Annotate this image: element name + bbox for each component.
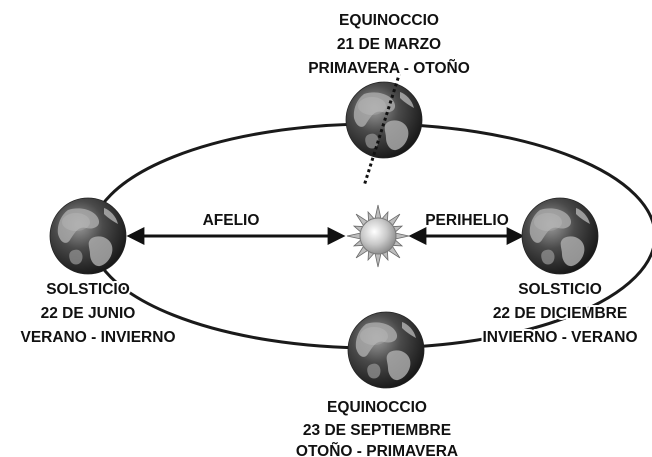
september-label-line3: OTOÑO - PRIMAVERA [296,442,458,457]
label-march-equinox: EQUINOCCIO 21 DE MARZO PRIMAVERA - OTOÑO [306,12,472,79]
sun-ray [395,232,410,240]
december-label-line1: SOLSTICIO [518,281,602,298]
december-label-line2: 22 DE DICIEMBRE [493,305,627,322]
label-june-solstice: SOLSTICIO 22 DE JUNIO VERANO - INVIERNO [18,279,177,348]
september-label-line2: 23 DE SEPTIEMBRE [303,422,451,439]
sun-icon [346,204,410,268]
earth-axis-line [362,71,402,187]
earth-globe-icon [347,311,425,389]
december-label-line3: INVIERNO - VERANO [482,329,637,346]
june-label-line3: VERANO - INVIERNO [20,329,175,346]
june-label-line2: 22 DE JUNIO [41,305,136,322]
march-label-line2: 21 DE MARZO [337,36,441,53]
label-december-solstice: SOLSTICIO 22 DE DICIEMBRE INVIERNO - VER… [480,279,639,348]
perihelion-label: PERIHELIO [425,212,509,229]
sun-ray [374,204,382,219]
sun-ray [374,253,382,268]
september-label-line1: EQUINOCCIO [327,399,427,416]
earth-globe-icon [521,197,599,275]
aphelion-label: AFELIO [203,212,260,229]
sun-ray [346,232,361,240]
march-label-line3: PRIMAVERA - OTOÑO [308,59,470,77]
earth-globe-icon [49,197,127,275]
june-label-line1: SOLSTICIO [46,281,130,298]
label-september-equinox: EQUINOCCIO 23 DE SEPTIEMBRE OTOÑO - PRIM… [296,399,458,457]
march-label-line1: EQUINOCCIO [339,12,439,29]
